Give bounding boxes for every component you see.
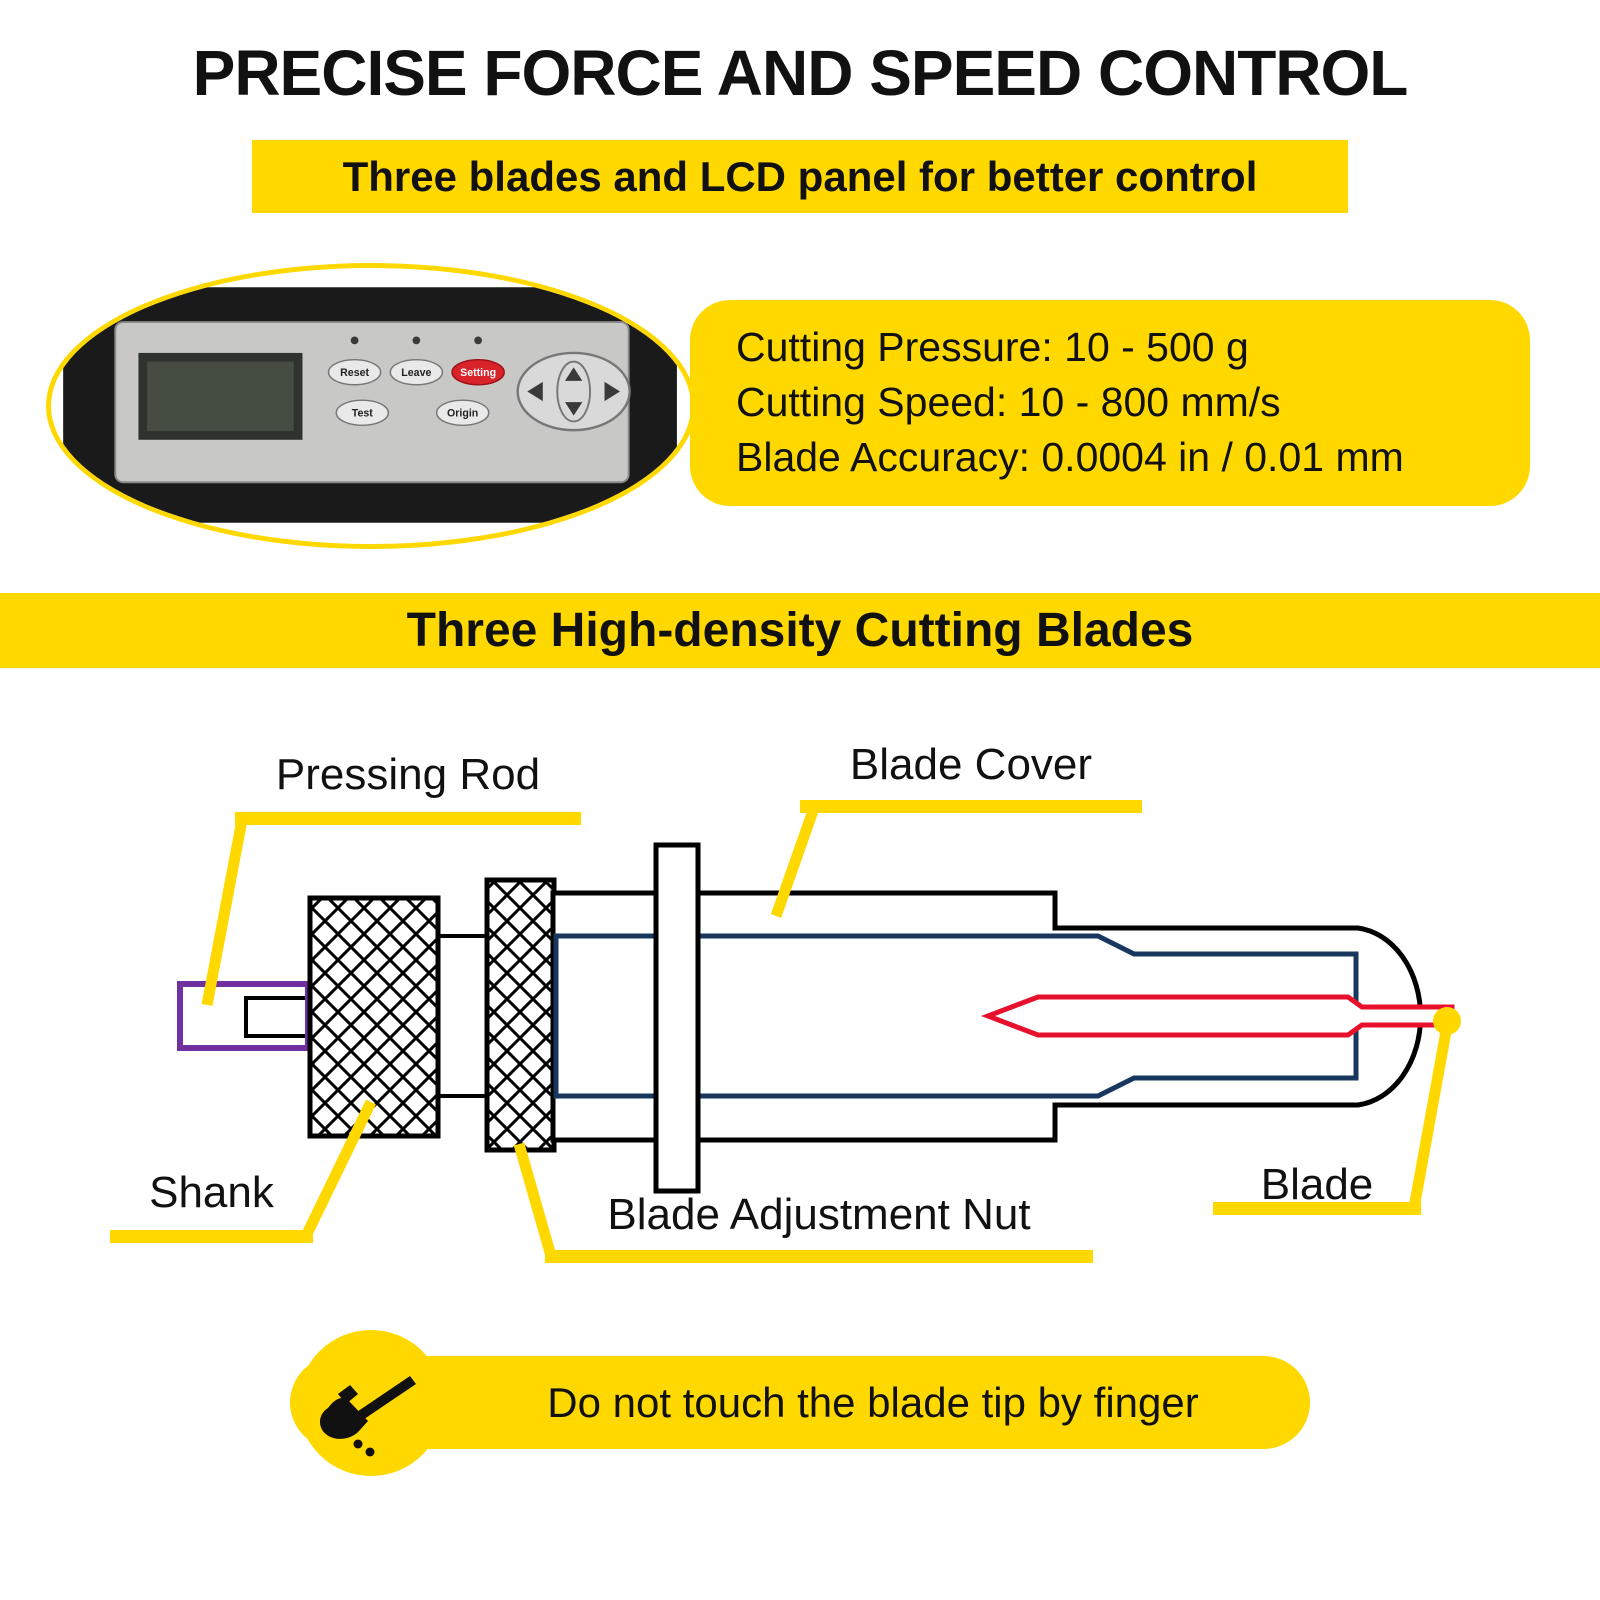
control-panel-drawing: Reset Leave Setting Test Origin — [63, 287, 677, 523]
label-pressing-rod: Pressing Rod — [275, 750, 541, 799]
origin-button: Origin — [435, 399, 490, 427]
blade-adjustment-nut-part — [484, 877, 557, 1153]
svg-text:Reset: Reset — [340, 367, 369, 379]
lcd-screen — [138, 352, 303, 440]
subtitle-banner: Three blades and LCD panel for better co… — [252, 140, 1348, 213]
label-blade: Blade — [1260, 1160, 1374, 1209]
specs-box: Cutting Pressure: 10 - 500 g Cutting Spe… — [690, 300, 1530, 506]
spec-blade-accuracy: Blade Accuracy: 0.0004 in / 0.01 mm — [736, 434, 1404, 480]
hand-blade-icon — [319, 1376, 416, 1457]
spec-cutting-speed: Cutting Speed: 10 - 800 mm/s — [736, 379, 1281, 425]
callout-underlines — [110, 800, 1421, 1263]
svg-text:Setting: Setting — [460, 367, 496, 379]
panel-buttons: Reset Leave Setting Test Origin — [327, 358, 505, 427]
warning-pill: Do not touch the blade tip by finger — [290, 1356, 1310, 1449]
label-shank: Shank — [149, 1168, 274, 1217]
label-blade-cover: Blade Cover — [849, 740, 1093, 789]
test-button: Test — [335, 399, 390, 427]
spec-cutting-pressure: Cutting Pressure: 10 - 500 g — [736, 324, 1249, 370]
page-title: PRECISE FORCE AND SPEED CONTROL — [192, 37, 1409, 109]
leave-button: Leave — [389, 358, 444, 386]
inner-cavity-outline — [553, 933, 1359, 1099]
status-leds — [350, 336, 482, 345]
svg-text:Leave: Leave — [401, 367, 431, 379]
blade-tip-marker — [1433, 1007, 1461, 1035]
setting-button: Setting — [451, 358, 505, 386]
blade-holder-diagram: Pressing Rod Blade Cover Shank Blade Adj… — [0, 700, 1600, 1340]
warning-icon-circle — [298, 1330, 444, 1476]
arrow-up-icon — [564, 367, 583, 381]
control-panel-photo: Reset Leave Setting Test Origin — [46, 263, 696, 549]
blade-holder-drawing — [110, 800, 1461, 1263]
section-banner: Three High-density Cutting Blades — [0, 593, 1600, 668]
flange-part — [653, 842, 701, 1194]
label-blade-adjustment-nut: Blade Adjustment Nut — [607, 1190, 1031, 1239]
direction-pad — [516, 351, 631, 432]
neck-part — [435, 934, 492, 1098]
arrow-down-icon — [564, 402, 583, 416]
svg-text:Origin: Origin — [447, 408, 478, 420]
reset-button: Reset — [327, 358, 382, 386]
callout-connectors — [201, 806, 1453, 1258]
svg-text:Test: Test — [352, 408, 373, 420]
arrow-right-icon — [604, 381, 620, 402]
arrow-left-icon — [527, 381, 543, 402]
shank-part — [307, 895, 441, 1139]
warning-text: Do not touch the blade tip by finger — [547, 1379, 1199, 1426]
